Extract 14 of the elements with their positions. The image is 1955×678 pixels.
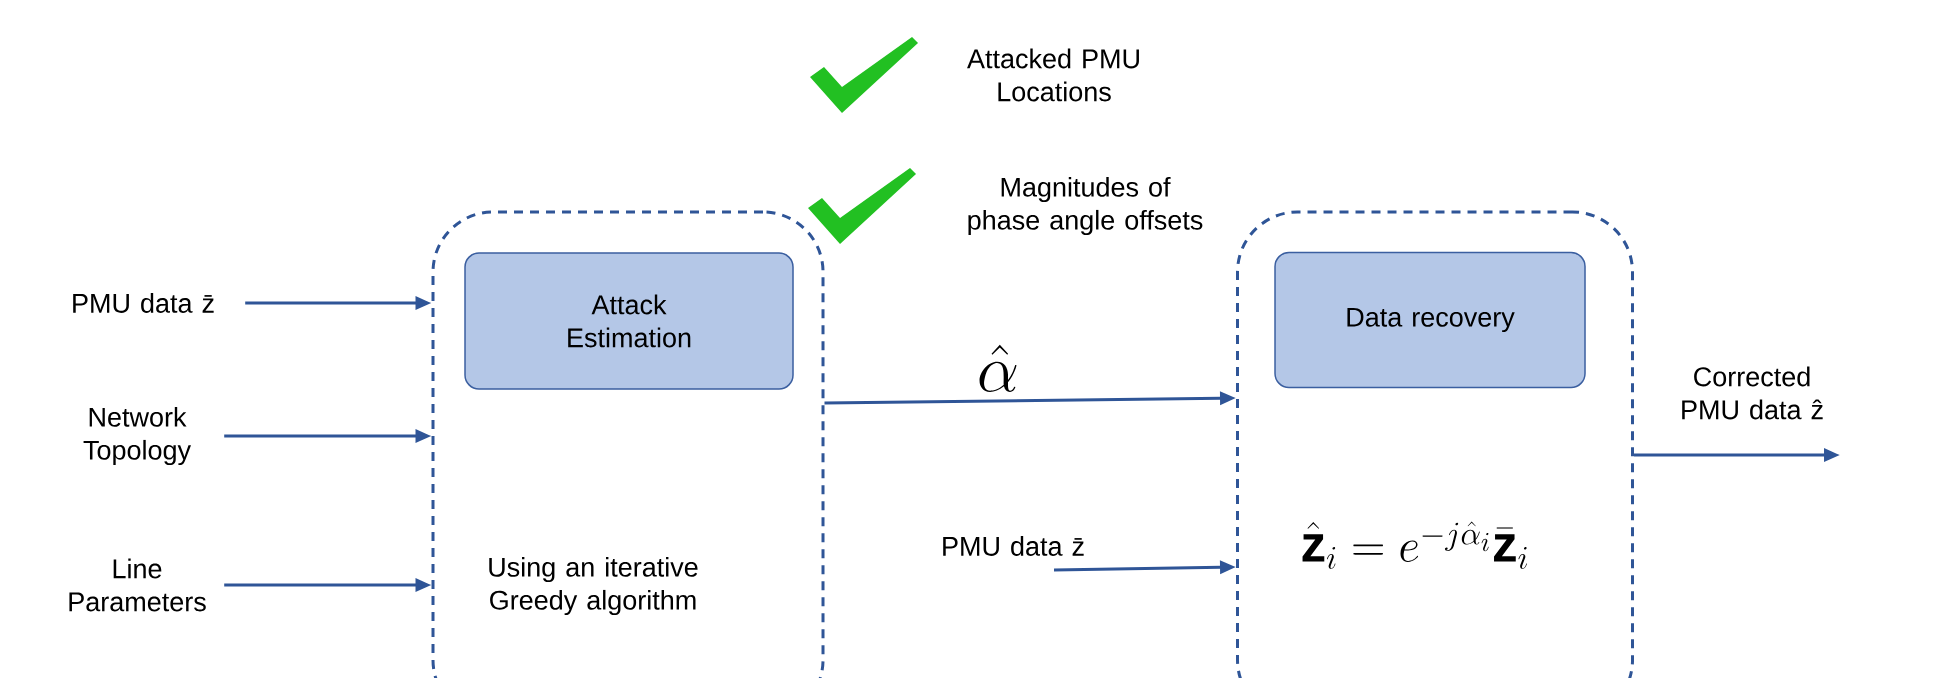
input-label: PMU data z̄ [943,536,1084,556]
input-label: Network Topology [83,406,191,466]
process-box: Data recovery [1274,251,1586,389]
input-label: PMU data z̄ [73,293,214,313]
note-text: Magnitudes of phase angle offsets [968,176,1203,236]
note-text: Attacked PMU Locations [967,48,1139,102]
input-label: Line Parameters [69,558,206,612]
process-box: Attack Estimation [464,252,794,390]
formula: $\hat{\mathbf{z}}_i = e^{-j\hat{\alpha}_i}\bar{\mathbf{z}}_i$ [1302,521,1527,569]
edge-label: $\hat{\alpha}$ [979,344,1017,392]
dashed-box [1236,210,1634,678]
edge-label: Corrected PMU data ẑ [1682,366,1823,420]
dashed-box [431,210,825,678]
box-text: Using an iterative Greedy algorithm [489,556,698,616]
